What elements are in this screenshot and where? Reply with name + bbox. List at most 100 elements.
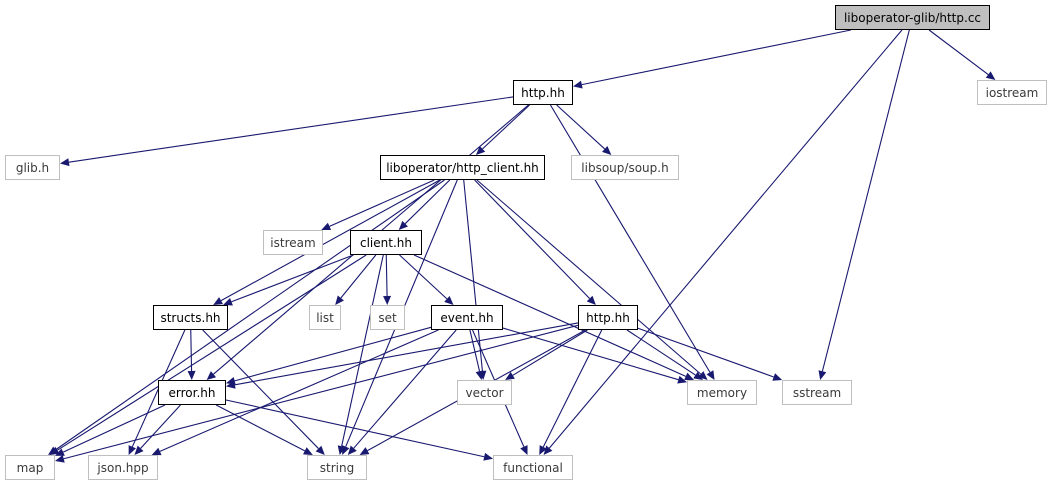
edge-http_hh_top-to-http_client_hh: [482, 104, 530, 150]
arrowhead-error_hh-to-json_hpp: [134, 445, 144, 455]
arrowhead-http_client_hh-to-istream: [321, 222, 332, 231]
node-memory: memory: [687, 380, 757, 405]
edge-http_cc-to-sstream: [821, 29, 910, 372]
edge-http_hh_inner-to-functional: [542, 329, 603, 448]
edge-http_hh_inner-to-memory: [626, 329, 696, 376]
edge-event_hh-to-string: [353, 329, 457, 449]
arrowhead-http_hh_top-to-error_hh: [206, 371, 217, 380]
arrowhead-error_hh-to-map: [55, 448, 65, 456]
arrowhead-client_hh-to-list: [335, 295, 344, 305]
arrowhead-structs_hh-to-error_hh: [187, 370, 196, 380]
arrowhead-structs_hh-to-json_hpp: [128, 445, 136, 455]
arrowhead-http_cc-to-sstream: [818, 370, 827, 380]
arrowhead-client_hh-to-set: [383, 295, 392, 305]
arrowhead-error_hh-to-functional: [483, 452, 493, 461]
node-map: map: [5, 455, 55, 480]
node-vector: vector: [457, 380, 512, 405]
edge-error_hh-to-map: [62, 404, 166, 453]
arrowhead-structs_hh-to-string: [315, 445, 325, 455]
node-string: string: [307, 455, 367, 480]
arrowhead-http_client_hh-to-client_hh: [398, 220, 408, 230]
arrowhead-http_hh_top-to-libsoup: [601, 145, 612, 155]
edge-event_hh-to-json_hpp: [159, 329, 439, 452]
node-glib-h: glib.h: [5, 155, 60, 180]
edge-http_hh_top-to-libsoup: [556, 104, 606, 150]
arrowhead-http_hh_inner-to-functional: [539, 445, 547, 455]
arrowhead-event_hh-to-string: [347, 445, 357, 455]
arrowhead-error_hh-to-string: [303, 447, 313, 455]
node-json-hpp: json.hpp: [88, 455, 158, 480]
arrowhead-http_hh_top-to-glib_h: [60, 158, 70, 167]
arrowhead-http_client_hh-to-structs_hh: [213, 297, 223, 305]
node-istream: istream: [263, 230, 323, 255]
arrowhead-http_hh_inner-to-memory: [693, 371, 703, 380]
node-functional: functional: [493, 455, 573, 480]
edge-client_hh-to-memory: [413, 254, 687, 377]
edge-http_client_hh-to-client_hh: [404, 179, 451, 225]
arrowhead-http_cc-to-http_hh_top: [573, 80, 583, 89]
edge-structs_hh-to-string: [202, 329, 319, 449]
node-liboperator-http-hh[interactable]: http.hh: [578, 305, 638, 330]
edge-http_hh_inner-to-map: [63, 324, 579, 460]
edge-http_hh_inner-to-error_hh: [234, 322, 579, 386]
edge-event_hh-to-vector: [469, 329, 481, 372]
arrowhead-http_hh_inner-to-string: [359, 447, 370, 455]
edge-structs_hh-to-error_hh: [190, 329, 193, 372]
edge-http_client_hh-to-http_hh_inner: [474, 179, 591, 299]
node-client-hh[interactable]: client.hh: [350, 230, 422, 255]
edge-http_client_hh-to-structs_hh: [220, 179, 441, 302]
arrowhead-client_hh-to-string: [337, 445, 346, 455]
edge-http_hh_inner-to-vector: [512, 329, 588, 376]
node-http-hh[interactable]: http.hh: [513, 80, 573, 105]
edge-client_hh-to-string: [341, 254, 384, 447]
node-iostream: iostream: [977, 80, 1047, 105]
arrowhead-http_hh_top-to-memory: [706, 370, 715, 380]
arrowhead-http_hh_top-to-http_client_hh: [475, 145, 486, 155]
arrowhead-http_hh_inner-to-map: [55, 454, 65, 463]
edge-client_hh-to-list: [340, 254, 377, 299]
edge-http_client_hh-to-memory: [476, 179, 702, 375]
edge-http_hh_inner-to-sstream: [637, 327, 774, 378]
arrowhead-http_hh_inner-to-sstream: [772, 373, 783, 381]
arrowhead-client_hh-to-event_hh: [444, 295, 454, 305]
edge-error_hh-to-json_hpp: [140, 404, 181, 449]
node-set: set: [370, 305, 405, 330]
edge-http_cc-to-functional: [548, 29, 903, 449]
edge-http_cc-to-iostream: [928, 29, 989, 76]
node-http-cc[interactable]: liboperator-glib/http.cc: [835, 5, 990, 30]
edge-http_client_hh-to-vector: [463, 179, 483, 372]
arrowhead-event_hh-to-functional: [520, 445, 528, 455]
arrowhead-http_cc-to-iostream: [985, 71, 996, 80]
edge-client_hh-to-event_hh: [399, 254, 448, 300]
edge-client_hh-to-set: [385, 254, 388, 297]
node-list: list: [309, 305, 341, 330]
arrowhead-http_hh_inner-to-error_hh: [226, 380, 236, 389]
edge-http_cc-to-http_hh_top: [581, 29, 852, 86]
node-http-client-hh[interactable]: liboperator/http_client.hh: [380, 155, 545, 180]
edge-http_hh_top-to-memory: [549, 104, 711, 373]
arrowhead-event_hh-to-json_hpp: [151, 447, 162, 456]
node-libsoup-soup-h: libsoup/soup.h: [571, 155, 679, 180]
edge-http_hh_top-to-glib_h: [68, 96, 514, 163]
node-structs-hh[interactable]: structs.hh: [153, 305, 228, 330]
arrowhead-event_hh-to-memory: [677, 375, 687, 384]
arrowhead-client_hh-to-map: [49, 446, 60, 455]
arrowhead-event_hh-to-vector: [475, 370, 484, 380]
arrowhead-http_client_hh-to-http_hh_inner: [586, 295, 596, 305]
node-error-hh[interactable]: error.hh: [158, 380, 226, 405]
arrowhead-http_hh_inner-to-vector: [505, 371, 515, 380]
edge-client_hh-to-map: [57, 254, 367, 451]
edge-event_hh-to-memory: [502, 327, 679, 381]
arrowhead-http_cc-to-functional: [543, 445, 553, 455]
node-event-hh[interactable]: event.hh: [431, 305, 503, 330]
edge-event_hh-to-error_hh: [234, 326, 432, 382]
edge-error_hh-to-string: [215, 404, 306, 452]
edge-client_hh-to-structs_hh: [231, 254, 354, 303]
edge-http_client_hh-to-map: [55, 179, 445, 451]
node-sstream: sstream: [782, 380, 852, 405]
arrowhead-client_hh-to-structs_hh: [223, 298, 233, 306]
edge-http_client_hh-to-istream: [329, 179, 435, 227]
arrowhead-client_hh-to-memory: [684, 372, 694, 380]
